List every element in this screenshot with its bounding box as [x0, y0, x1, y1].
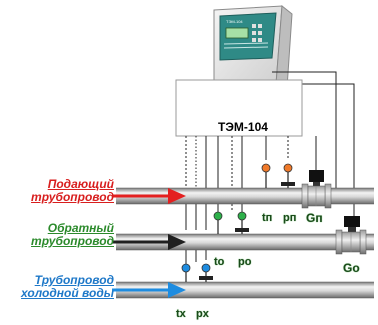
- tag-p-cold: pх: [196, 308, 209, 320]
- supply-label-line1: Подающий: [47, 177, 114, 191]
- tag-t-supply: tп: [262, 212, 273, 224]
- supply-flow-meter: [301, 170, 332, 209]
- device-display: [225, 27, 249, 39]
- return-pipe-label: Обратный трубопровод: [20, 222, 114, 248]
- cold-pressure-sensor: [199, 263, 213, 282]
- tag-g-supply: Gп: [306, 211, 323, 225]
- supply-pressure-sensor: [281, 163, 295, 188]
- cold-pipe-label: Трубопровод холодной воды: [4, 274, 114, 300]
- tag-p-return: pо: [238, 256, 252, 268]
- supply-pipe-label: Подающий трубопровод: [20, 178, 114, 204]
- return-label-line2: трубопровод: [31, 234, 114, 248]
- cold-label-line1: Трубопровод: [34, 273, 114, 287]
- return-pipe: [112, 233, 374, 251]
- junction-box-title: ТЭМ-104: [218, 120, 268, 134]
- supply-flow-arrow: [168, 188, 186, 204]
- junction-box: [175, 79, 303, 137]
- tag-t-cold: tх: [176, 308, 186, 320]
- cold-water-pipe: [112, 281, 374, 299]
- device-brand-label: ТЭМ-104: [226, 19, 243, 24]
- return-flow-arrow: [168, 234, 186, 250]
- return-pressure-sensor: [235, 211, 249, 234]
- return-temperature-sensor: [213, 211, 223, 234]
- tag-g-return: Gо: [343, 261, 360, 275]
- cold-label-line2: холодной воды: [21, 286, 114, 300]
- return-label-line1: Обратный: [47, 221, 114, 235]
- cold-temperature-sensor: [181, 263, 191, 282]
- supply-temperature-sensor: [261, 163, 271, 188]
- return-flow-meter: [335, 212, 367, 255]
- tag-t-return: tо: [214, 256, 225, 268]
- cold-flow-arrow: [168, 282, 186, 298]
- tag-p-supply: pп: [283, 212, 297, 224]
- supply-pipe: [112, 187, 374, 205]
- supply-label-line2: трубопровод: [31, 190, 114, 204]
